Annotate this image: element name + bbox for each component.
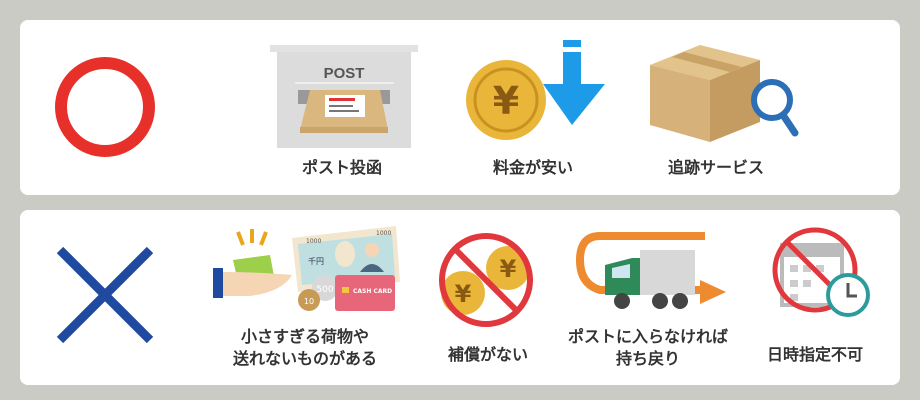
svg-text:1000: 1000 [376, 230, 391, 237]
cross-ng-icon [56, 246, 154, 344]
svg-text:CASH CARD: CASH CARD [353, 288, 392, 295]
svg-text:¥: ¥ [500, 255, 517, 283]
mailbox-icon: POST [270, 45, 418, 148]
pros-item-label: 追跡サービス [667, 158, 765, 177]
truck-return-icon [575, 232, 726, 309]
no-calendar-clock-icon [772, 227, 870, 317]
svg-text:¥: ¥ [493, 79, 519, 123]
cons-item-label-line1: ポストに入らなければ [567, 327, 729, 346]
yen-coin-down-arrow-icon: ¥ [466, 40, 605, 140]
pros-item-label: 料金が安い [492, 158, 574, 177]
no-yen-coins-icon: ¥ ¥ [439, 233, 533, 327]
svg-text:千円: 千円 [308, 256, 324, 266]
mailbox-text: POST [324, 65, 365, 82]
pros-item-label: ポスト投函 [301, 158, 383, 177]
svg-text:10: 10 [304, 297, 314, 306]
circle-ok-icon [55, 57, 155, 157]
cons-item-label-line2: 送れないものがある [232, 349, 378, 368]
svg-text:¥: ¥ [455, 280, 472, 308]
cons-item-label: 日時指定不可 [766, 345, 864, 364]
hand-package-money-icon: 1000 1000 千円 500 10 CASH CARD [213, 226, 400, 311]
box-magnifier-icon [650, 45, 799, 142]
svg-text:500: 500 [316, 285, 333, 295]
cons-item-label: 補償がない [447, 345, 529, 364]
cons-item-label-line1: 小さすぎる荷物や [240, 327, 370, 346]
cons-item-label-line2: 持ち戻り [615, 349, 681, 368]
svg-text:1000: 1000 [306, 238, 321, 245]
